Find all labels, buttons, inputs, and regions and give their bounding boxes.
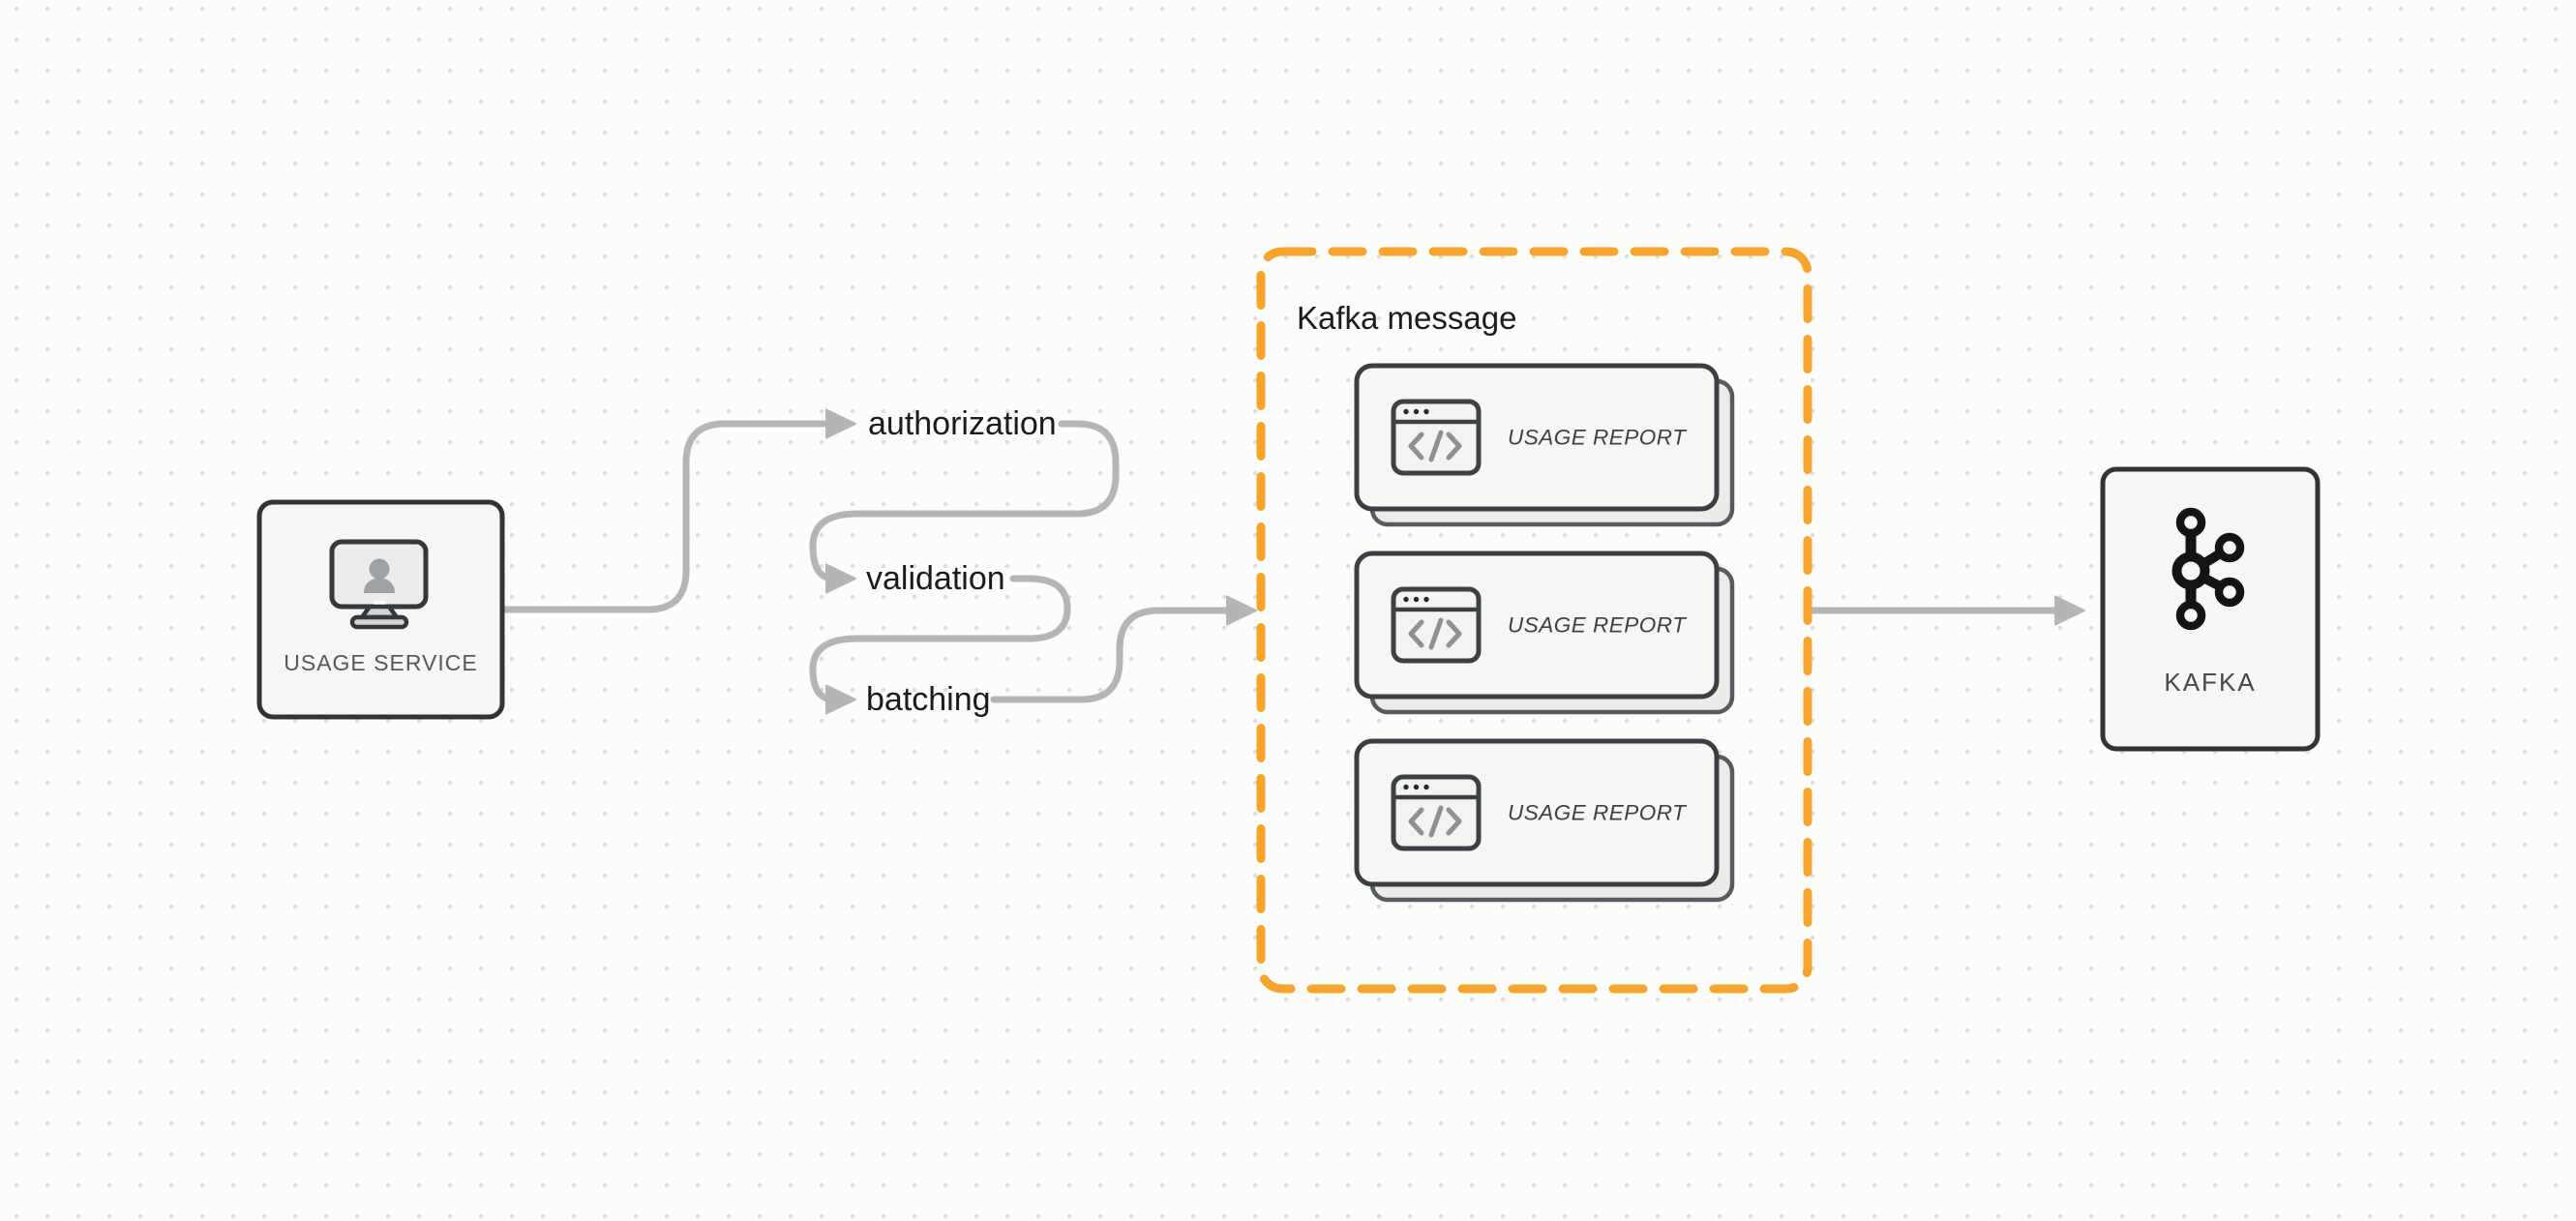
monitor-stand-base [349, 614, 409, 630]
kafka-node-right-bottom [2214, 577, 2245, 608]
usage-report-card: USAGE REPORT [1354, 551, 1735, 715]
code-window-frame [1391, 774, 1482, 851]
code-chevron-left [1408, 807, 1424, 836]
usage-report-card: USAGE REPORT [1354, 363, 1735, 527]
arrowhead-group-icon [1226, 595, 1257, 626]
code-window-frame [1391, 399, 1482, 476]
kafka-message-dashed-border [1256, 247, 1812, 994]
code-chevron-left [1408, 432, 1424, 461]
code-chevron-right [1446, 619, 1462, 648]
code-window-icon [1391, 774, 1482, 851]
window-dot [1423, 408, 1429, 415]
kafka-node: KAFKA [2100, 466, 2321, 752]
window-dot [1403, 408, 1409, 415]
kafka-node-right-top [2214, 532, 2245, 563]
code-slash [1428, 805, 1444, 838]
connector-batching-to-group [990, 607, 1229, 703]
usage-report-card: USAGE REPORT [1354, 738, 1735, 903]
usage-report-label: USAGE REPORT [1508, 426, 1688, 450]
code-chevron-right [1446, 807, 1462, 836]
usage-report-label: USAGE REPORT [1508, 801, 1688, 825]
kafka-message-group: Kafka message USAGE REPORT [1256, 247, 1812, 994]
user-shoulders [364, 578, 395, 593]
code-window-icon [1391, 399, 1482, 476]
monitor-user-icon [329, 539, 429, 630]
connector-authorization-to-validation [809, 420, 1120, 582]
window-dot [1403, 784, 1409, 790]
window-dot [1413, 784, 1420, 790]
code-window-icon [1391, 586, 1482, 664]
code-slash [1428, 430, 1444, 462]
step-label-batching: batching [866, 681, 991, 718]
usage-service-node: USAGE SERVICE [256, 499, 505, 720]
kafka-box [2100, 466, 2321, 752]
kafka-message-title: Kafka message [1297, 300, 1516, 336]
kafka-logo-icon [2172, 507, 2245, 631]
arrowhead-batching-icon [825, 684, 856, 715]
window-dot [1403, 596, 1409, 603]
window-dot [1423, 596, 1429, 603]
kafka-node-center [2172, 551, 2210, 590]
usage-report-label: USAGE REPORT [1508, 613, 1688, 638]
window-dot [1423, 784, 1429, 790]
code-window-frame [1391, 586, 1482, 664]
connector-usage-to-authorization [499, 420, 827, 613]
kafka-node-bottom [2175, 600, 2206, 631]
code-chevron-left [1408, 619, 1424, 648]
kafka-label: KAFKA [2164, 668, 2256, 697]
step-label-validation: validation [866, 560, 1005, 597]
code-slash [1428, 617, 1444, 650]
step-label-authorization: authorization [868, 405, 1057, 442]
kafka-node-top [2175, 507, 2206, 538]
connectors [499, 408, 2085, 715]
window-dot [1413, 596, 1420, 603]
arrowhead-kafka-icon [2054, 595, 2085, 626]
arrowhead-authorization-icon [825, 408, 856, 439]
code-chevron-right [1446, 432, 1462, 461]
user-head [369, 558, 390, 580]
window-dot [1413, 408, 1420, 415]
connector-validation-to-batching [809, 575, 1071, 703]
arrowhead-validation-icon [825, 563, 856, 594]
usage-service-label: USAGE SERVICE [284, 650, 477, 675]
